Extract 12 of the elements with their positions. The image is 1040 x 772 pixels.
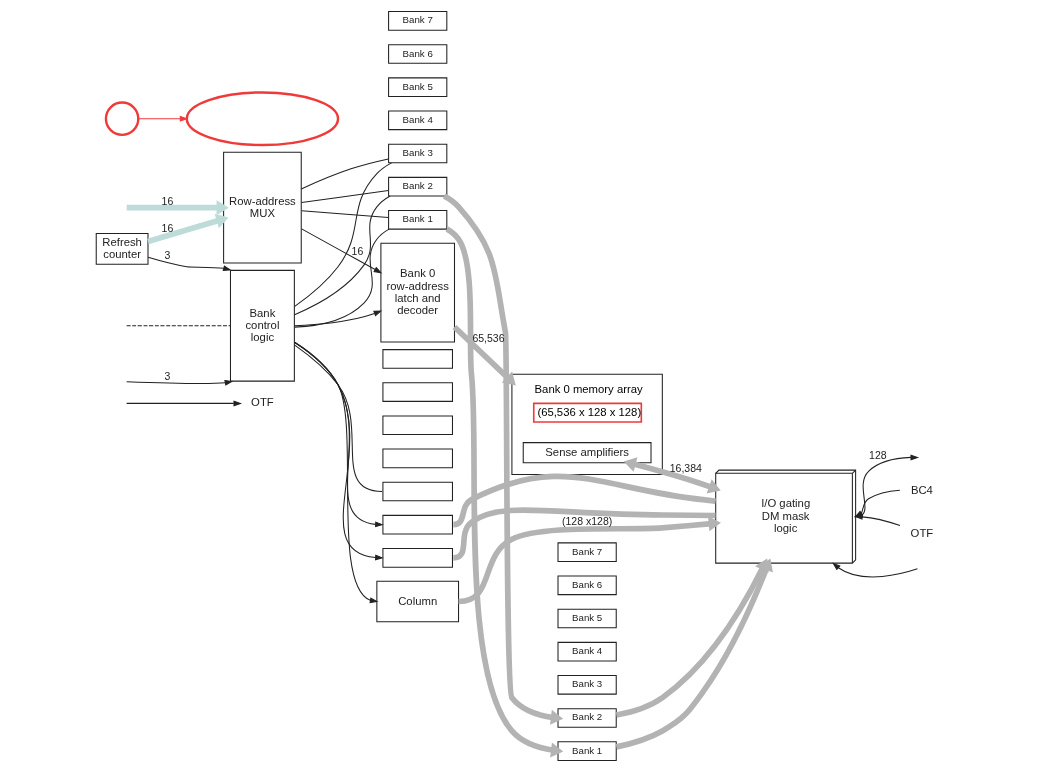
edge-label: 3 (164, 248, 171, 261)
edge-label: 65,536 (472, 332, 505, 345)
edge-label: 128 (869, 448, 887, 461)
node-text: BC4 (910, 483, 933, 496)
edge-label: 16 (161, 222, 174, 235)
edge-label: (128 x128) (562, 515, 613, 528)
node-text: OTF (251, 396, 274, 409)
edge-label: 16 (351, 244, 364, 257)
edge-label: 16,384 (669, 461, 702, 474)
edge-label: 3 (164, 370, 171, 383)
edge-label: 16 (161, 194, 174, 207)
node-text: OTF (910, 527, 934, 540)
